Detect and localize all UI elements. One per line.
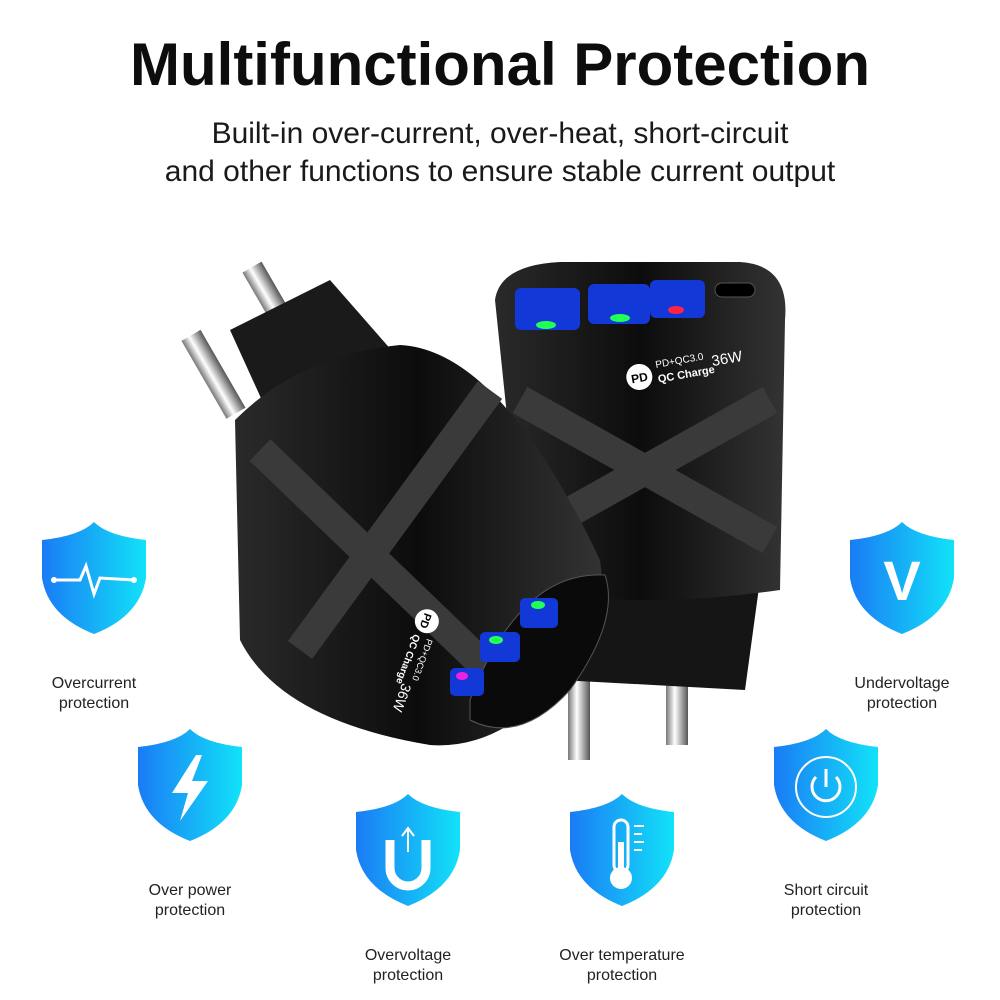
u-turn-arrow-icon <box>385 826 431 891</box>
shield-icon <box>42 522 146 634</box>
feature-power: Short circuit protection <box>756 725 896 921</box>
feature-lightning: Over power protection <box>120 725 260 921</box>
pd-badge-left: PD <box>417 611 434 630</box>
heartbeat-icon <box>51 561 137 599</box>
charger-power: 36W <box>710 348 744 370</box>
feature-label-line2: protection <box>372 967 444 984</box>
feature-thermometer: Over temperature protection <box>552 790 692 986</box>
shield-icon <box>138 729 242 841</box>
feature-label-line1: Over power <box>148 882 232 899</box>
feature-label-line1: Overvoltage <box>364 947 452 964</box>
subtitle-line-1: Built-in over-current, over-heat, short-… <box>211 117 789 150</box>
thermometer-icon <box>610 818 644 889</box>
prong <box>181 329 246 419</box>
svg-text:V: V <box>883 549 920 612</box>
lightning-icon <box>172 755 208 821</box>
feature-label-line1: Undervoltage <box>854 675 950 692</box>
feature-heartbeat: Overcurrent protection <box>24 518 164 714</box>
feature-label-line1: Overcurrent <box>51 675 137 692</box>
shield-icon: V <box>850 522 954 634</box>
feature-label-line2: protection <box>58 695 130 712</box>
feature-letter-v: V Undervoltage protection <box>832 518 972 714</box>
feature-u-turn-arrow: Overvoltage protection <box>338 790 478 986</box>
charger-left: PD PD+QC3.0 QC Charge 36W <box>181 261 609 746</box>
feature-label-line2: protection <box>586 967 658 984</box>
feature-label-line1: Short circuit <box>783 882 869 899</box>
feature-label-line2: protection <box>866 695 938 712</box>
power-icon <box>795 756 857 818</box>
feature-label-line2: protection <box>790 902 862 919</box>
shield-icon <box>570 794 674 906</box>
feature-label-line1: Over temperature <box>559 947 685 964</box>
shield-icon <box>774 729 878 841</box>
pd-badge: PD <box>630 370 649 387</box>
page-title: Multifunctional Protection <box>130 31 870 98</box>
letter-v-icon: V <box>883 549 920 612</box>
shield-icon <box>356 794 460 906</box>
feature-label-line2: protection <box>154 902 226 919</box>
subtitle-line-2: and other functions to ensure stable cur… <box>164 155 836 188</box>
